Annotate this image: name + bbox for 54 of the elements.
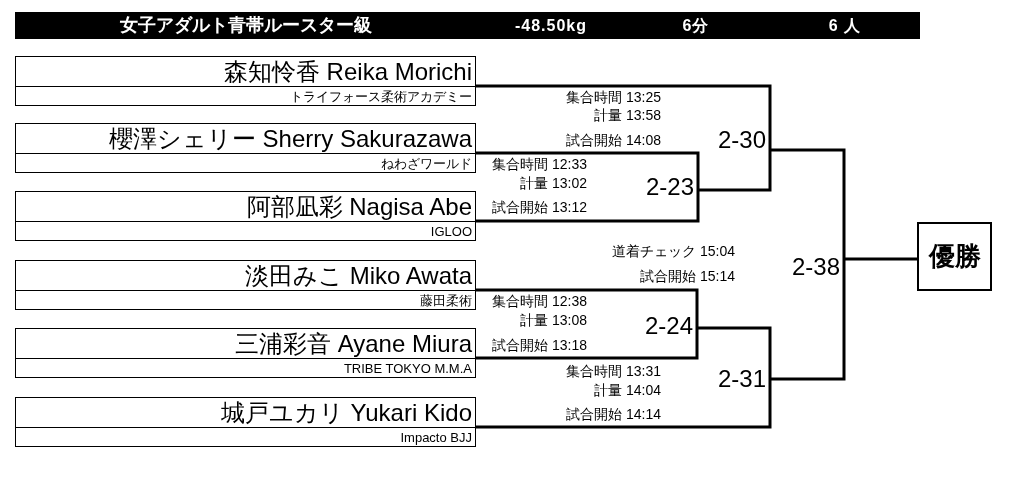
schedule-time: 試合開始 13:12 <box>492 199 587 215</box>
entrant-count: 6 人 <box>828 16 862 35</box>
schedule-time: 試合開始 14:08 <box>566 132 661 148</box>
match-number: 2-31 <box>712 366 770 392</box>
schedule-time: 計量 13:08 <box>520 312 587 328</box>
bracket-line <box>698 150 772 192</box>
schedule-time: 集合時間 12:33 <box>492 156 587 172</box>
schedule-time: 集合時間 12:38 <box>492 293 587 309</box>
champion-box: 優勝 <box>917 222 992 291</box>
match-number: 2-38 <box>786 254 844 280</box>
schedule-time: 試合開始 14:14 <box>566 406 661 422</box>
schedule-time: 計量 13:02 <box>520 175 587 191</box>
schedule-time: 試合開始 13:18 <box>492 337 587 353</box>
category-title: 女子アダルト青帯ルースター級 <box>120 16 372 35</box>
bracket-line <box>476 151 700 190</box>
player-card <box>15 260 476 310</box>
match-number: 2-23 <box>640 174 698 200</box>
team-name: ねわざワールド <box>381 155 472 171</box>
team-name: Impacto BJJ <box>400 429 472 445</box>
bracket-line <box>770 259 846 381</box>
player-name: 三浦彩音 Ayane Miura <box>235 330 472 357</box>
weight-limit: -48.50kg <box>515 16 587 35</box>
match-number: 2-30 <box>712 127 770 153</box>
bracket-line <box>476 84 772 150</box>
player-card <box>15 123 476 173</box>
schedule-time: 道着チェック 15:04 <box>612 243 735 259</box>
player-name: 淡田みこ Miko Awata <box>245 262 472 289</box>
bracket-line <box>476 190 700 223</box>
player-card <box>15 328 476 378</box>
bracket-line <box>844 257 919 261</box>
schedule-time: 集合時間 13:25 <box>566 89 661 105</box>
team-name: 藤田柔術 <box>420 292 472 308</box>
player-name: 城戸ユカリ Yukari Kido <box>220 399 472 426</box>
header-band <box>15 12 920 39</box>
player-name: 櫻澤シェリー Sherry Sakurazawa <box>108 125 472 152</box>
team-name: TRIBE TOKYO M.M.A <box>343 360 472 376</box>
match-duration: 6分 <box>682 16 710 35</box>
schedule-time: 集合時間 13:31 <box>566 363 661 379</box>
schedule-time: 計量 14:04 <box>594 382 661 398</box>
bracket-line <box>476 328 699 360</box>
bracket-line <box>697 326 772 379</box>
bracket-line <box>476 379 772 429</box>
player-card <box>15 56 476 106</box>
player-name: 阿部凪彩 Nagisa Abe <box>246 193 472 220</box>
team-name: トライフォース柔術アカデミー <box>290 88 472 104</box>
bracket-line <box>770 148 846 259</box>
player-card <box>15 397 476 447</box>
team-name: IGLOO <box>430 223 472 239</box>
bracket-line <box>476 288 699 328</box>
schedule-time: 計量 13:58 <box>594 107 661 123</box>
player-name: 森知怜香 Reika Morichi <box>223 58 472 85</box>
schedule-time: 試合開始 15:14 <box>640 268 735 284</box>
player-card <box>15 191 476 241</box>
match-number: 2-24 <box>639 313 697 339</box>
